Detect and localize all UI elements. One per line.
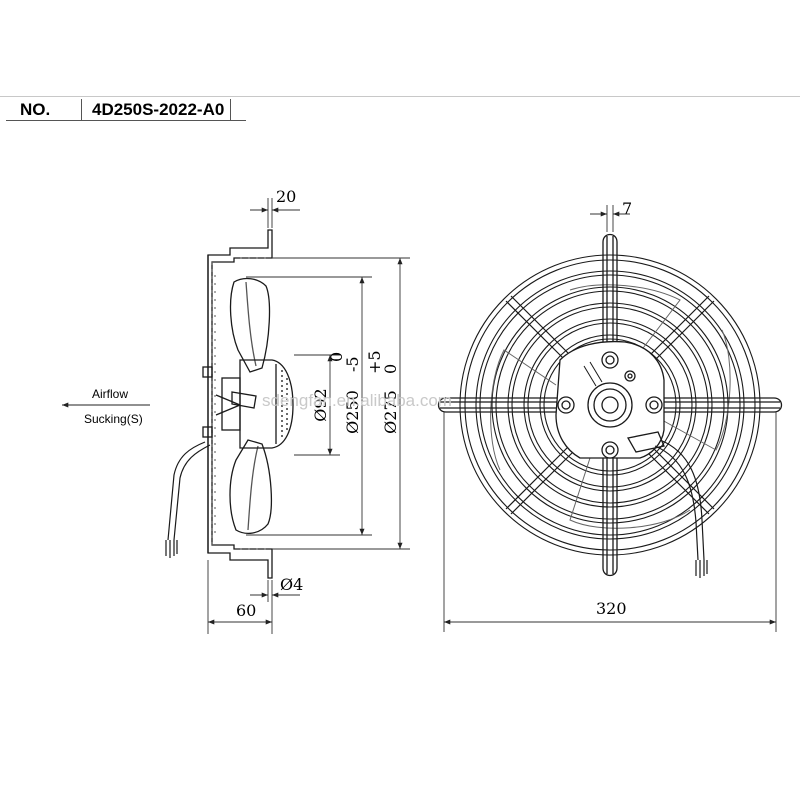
- front-dimensions: [443, 205, 777, 632]
- dim-blade-dia: Ø250: [343, 390, 362, 434]
- sucking-label: Sucking(S): [84, 412, 143, 426]
- dim-hole-dia: Ø4: [280, 575, 303, 594]
- title-underline: [6, 120, 246, 121]
- side-dimension-texts: 20 60 Ø4 Ø92 Ø250 0 -5 Ø275 +5 0 Airflow…: [84, 187, 400, 620]
- dim-guard-tol-lower: 0: [381, 364, 400, 374]
- model-number: 4D250S-2022-A0: [86, 99, 232, 121]
- upper-blade: [229, 277, 271, 373]
- dim-guard-tol-upper: +5: [365, 350, 384, 374]
- dim-guard-dia: Ø275: [381, 390, 400, 434]
- front-dimension-texts: 7 320: [596, 199, 632, 618]
- side-view: [165, 229, 294, 579]
- side-dimensions: [62, 198, 410, 634]
- power-cable: [165, 441, 211, 558]
- dim-overall-width: 320: [596, 599, 627, 618]
- motor-hub: [215, 359, 294, 449]
- dim-spoke-width: 7: [622, 199, 632, 218]
- mount-nuts: [557, 351, 663, 459]
- housing-outline: [207, 229, 273, 579]
- dim-blade-tol-upper: 0: [327, 352, 346, 362]
- title-rule: [0, 96, 800, 97]
- front-blades: [490, 284, 731, 529]
- guard-struts: [505, 295, 715, 515]
- airflow-label: Airflow: [92, 387, 128, 401]
- mount-bolts: [202, 366, 213, 438]
- guard-rings: [459, 254, 761, 556]
- dim-blade-tol-lower: -5: [343, 356, 362, 372]
- front-motor: [555, 340, 665, 459]
- lower-blade: [229, 439, 273, 535]
- front-cable: [654, 439, 708, 578]
- watermark: sdengfan.en.alibaba.com: [262, 391, 452, 410]
- no-label: NO.: [6, 99, 82, 121]
- dim-flange-width: 20: [276, 187, 296, 206]
- guard-wire-dots: [214, 257, 268, 550]
- dim-hub-dia: Ø92: [311, 388, 330, 421]
- title-block: NO. 4D250S-2022-A0: [0, 96, 800, 122]
- front-view: [437, 233, 783, 578]
- dim-depth: 60: [236, 601, 256, 620]
